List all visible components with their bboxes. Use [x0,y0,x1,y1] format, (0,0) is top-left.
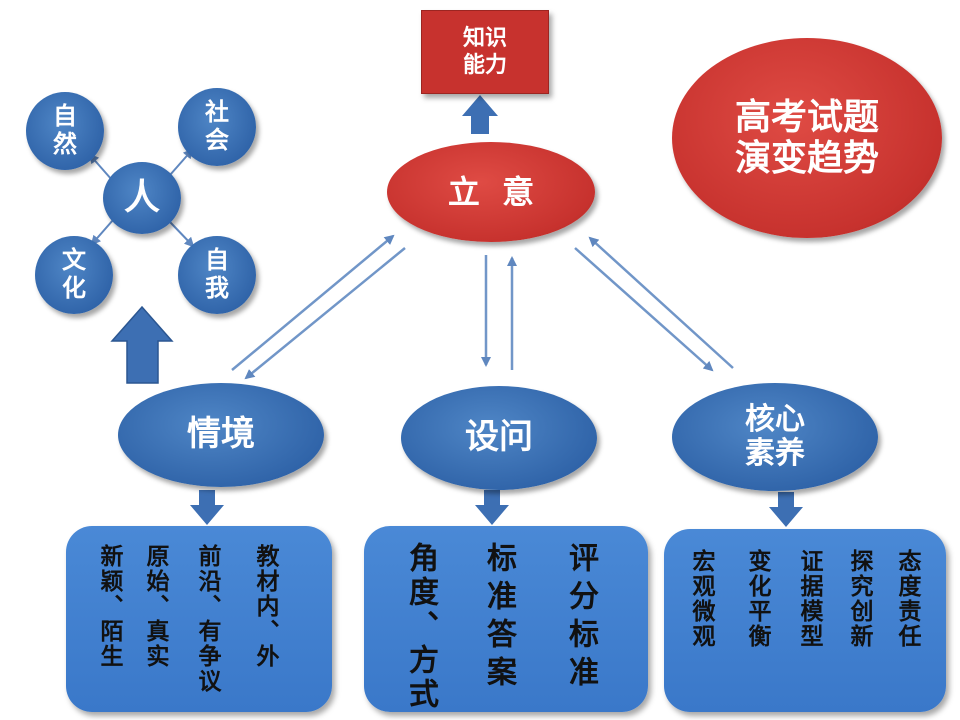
question-item-1: 角度、方式 [403,542,438,712]
situation-label: 情境 [187,414,255,455]
situation-item-3: 前沿、有争议 [194,544,220,694]
down-arrow-question [475,490,509,525]
node-person-label: 人 [123,177,160,219]
arrow-core-to-intent [588,236,734,369]
situation-item-4: 教材内、外 [252,544,278,669]
core-item-4: 探究创新 [846,549,872,649]
arrow-person-to-nature [88,153,113,181]
up-arrow-to-knowledge [462,95,498,134]
node-nature-line1: 自 [53,102,77,131]
core-item-3: 证据模型 [796,549,822,649]
node-society-line2: 会 [205,126,229,154]
question-ellipse: 设问 [401,386,597,490]
core-item-5: 态度责任 [894,549,920,649]
node-nature: 自 然 [26,92,104,170]
arrow-person-to-self [169,221,195,248]
node-person: 人 [103,162,181,234]
node-self-line2: 我 [205,274,229,302]
core-line1: 核心 [745,401,805,437]
node-culture-line1: 文 [62,246,86,275]
situation-item-2: 原始、真实 [142,544,168,669]
arrow-intent-to-situation [244,247,406,380]
intent-ellipse: 立 意 [387,142,595,242]
title-circle: 高考试题 演变趋势 [672,38,942,238]
situation-box: 新颖、陌生 原始、真实 前沿、有争议 教材内、外 [66,526,332,712]
node-culture-line2: 化 [62,274,86,302]
arrow-situation-to-intent [231,234,395,371]
node-society-line1: 社 [205,98,229,127]
core-box: 宏观微观 变化平衡 证据模型 探究创新 态度责任 [664,529,946,712]
core-line2: 素养 [745,436,805,471]
question-item-3: 评分标准 [563,542,598,694]
question-item-2: 标准答案 [481,542,516,694]
node-culture: 文 化 [35,236,113,314]
question-label: 设问 [465,417,533,458]
situation-item-1: 新颖、陌生 [96,544,122,669]
core-item-1: 宏观微观 [688,549,714,649]
arrow-person-to-culture [90,219,114,246]
title-line2: 演变趋势 [734,138,879,179]
intent-label: 立 意 [447,172,535,211]
knowledge-line1: 知识 [462,25,507,51]
core-ellipse: 核心 素养 [672,383,878,491]
core-item-2: 变化平衡 [744,549,770,649]
node-self: 自 我 [178,236,256,314]
arrow-intent-to-core [574,247,714,372]
knowledge-line2: 能力 [462,53,507,78]
situation-ellipse: 情境 [118,383,324,487]
big-up-arrow [110,305,174,384]
title-line1: 高考试题 [734,96,879,138]
knowledge-ability-box: 知识 能力 [421,10,549,94]
question-box: 角度、方式 标准答案 评分标准 [364,526,648,712]
node-self-line1: 自 [205,246,229,275]
node-society: 社 会 [178,88,256,166]
node-nature-line2: 然 [53,130,77,158]
down-arrow-situation [190,490,224,525]
down-arrow-core [769,492,803,527]
